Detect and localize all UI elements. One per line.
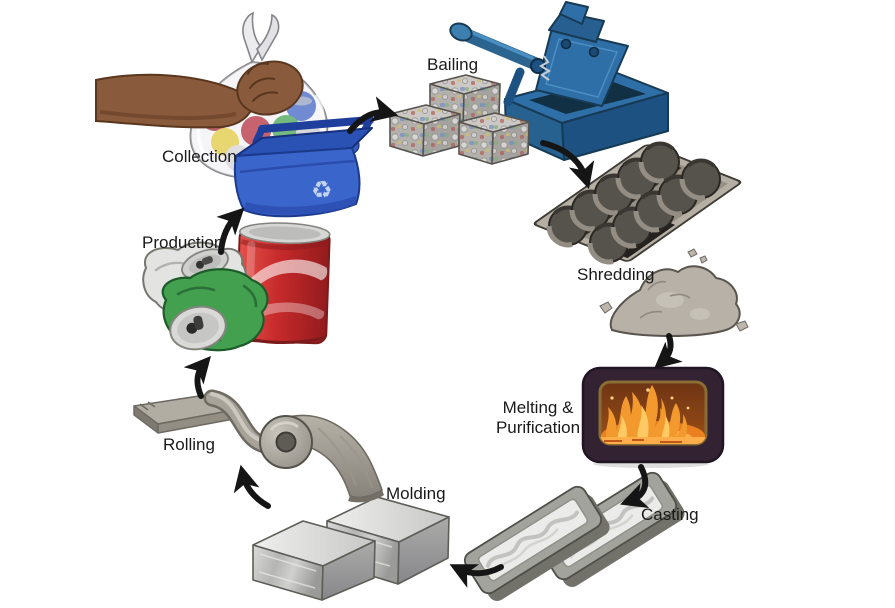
bale xyxy=(458,112,530,165)
recycling-bin: ♻ xyxy=(233,116,374,218)
arrow-rolling-to-production xyxy=(183,356,211,399)
stage-label-casting: Casting xyxy=(641,505,699,524)
arrow-molding-to-rolling xyxy=(233,464,271,509)
molding-illustration xyxy=(252,496,450,601)
stage-label-molding: Molding xyxy=(386,484,446,503)
casting-illustration xyxy=(459,465,690,608)
metal-ingot-block xyxy=(252,520,376,601)
shredding-illustration xyxy=(533,143,749,337)
stage-label-shredding: Shredding xyxy=(577,265,655,284)
collection-illustration: ♻ xyxy=(95,11,374,218)
melting-furnace-illustration xyxy=(581,366,725,468)
casting-tray xyxy=(459,479,615,608)
stage-label-bailing: Bailing xyxy=(427,55,479,74)
furnace-fire xyxy=(600,385,706,444)
arrow-collection-to-bailing xyxy=(347,96,399,134)
arrow-shredding-to-melting xyxy=(653,333,683,369)
bale xyxy=(389,104,461,157)
production-illustration xyxy=(142,222,331,352)
stage-label-melting-purification: Melting & Purification xyxy=(495,398,581,437)
shredded-metal-pile xyxy=(599,248,749,337)
bin-handle xyxy=(258,116,374,133)
flow-arrows xyxy=(183,96,683,588)
arrow-production-to-collection xyxy=(216,207,245,255)
baler-machine xyxy=(449,1,669,161)
bailing-illustration xyxy=(389,1,669,165)
arrow-melting-to-casting xyxy=(620,464,650,509)
rolling-illustration xyxy=(133,389,384,503)
recycle-icon: ♻ xyxy=(310,176,333,204)
stage-label-rolling: Rolling xyxy=(163,435,215,454)
stage-label-collection: Collection xyxy=(162,147,237,166)
stage-label-production: Production xyxy=(142,233,224,252)
arrow-casting-to-molding xyxy=(449,564,504,588)
crushed-green-can xyxy=(161,268,269,352)
arrow-bailing-to-shredding xyxy=(540,140,595,190)
hand-and-arm xyxy=(95,60,304,129)
bales-of-cans xyxy=(389,74,530,165)
